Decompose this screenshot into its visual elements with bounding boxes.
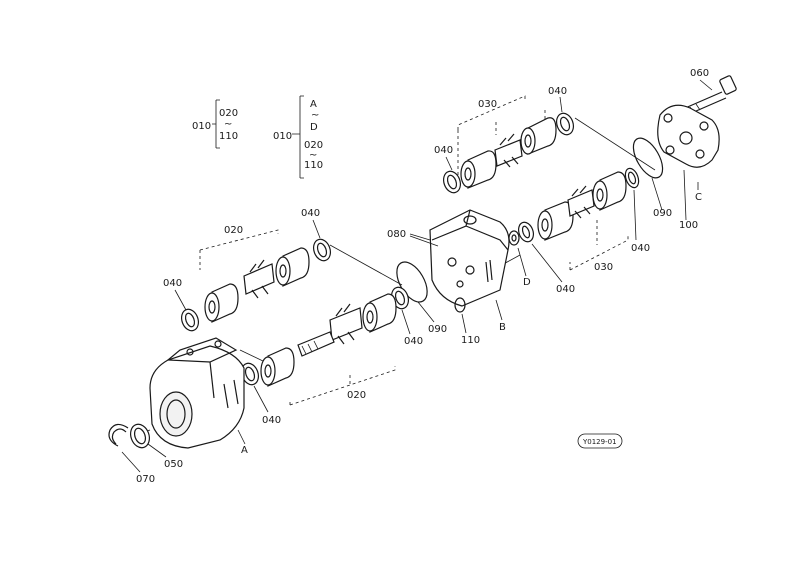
label-050: 050 [164, 459, 183, 470]
label-030-right: 030 [594, 262, 613, 273]
label-B: B [499, 322, 506, 333]
legend-right-to: 110 [304, 160, 323, 171]
label-040-mid-right: 040 [556, 284, 575, 295]
label-020-upper: 020 [224, 225, 243, 236]
legend-left-to: 110 [219, 131, 238, 142]
figure-code-badge: Y0129-01 [577, 433, 623, 449]
gear-set-020-lower [260, 293, 397, 387]
gear-set-030-right [537, 171, 627, 241]
legend-right-mid: D [310, 122, 318, 133]
label-060: 060 [690, 68, 709, 79]
oil-seal-050 [129, 423, 151, 449]
legend-left: 010 020 ~ 110 [192, 99, 238, 149]
ring-D [508, 230, 520, 246]
label-040-left: 040 [163, 278, 182, 289]
label-080: 080 [387, 229, 406, 240]
label-040-far-right: 040 [631, 243, 650, 254]
legend-right: 010 A ~ D 020 ~ 110 [273, 95, 323, 179]
snap-ring-070 [108, 423, 129, 447]
label-A: A [241, 445, 248, 456]
ring-040-mid-right [517, 221, 535, 243]
label-040-upper-mid: 040 [301, 208, 320, 219]
legend-left-tilde: ~ [224, 119, 232, 130]
part-labels: 060 030 040 040 090 100 C 040 020 080 04… [136, 68, 709, 485]
gear-set-020-upper [204, 247, 310, 323]
label-100: 100 [679, 220, 698, 231]
snap-ring-110 [454, 297, 466, 313]
label-040-left-top: 040 [434, 145, 453, 156]
label-110: 110 [461, 335, 480, 346]
legend-right-tilde2: ~ [309, 150, 317, 161]
pin-080 [409, 235, 439, 247]
label-020-lower: 020 [347, 390, 366, 401]
label-D: D [523, 277, 531, 288]
cover-plate-100 [657, 104, 720, 168]
ring-040-upper-mid [312, 238, 332, 262]
oring-090-right [632, 137, 664, 179]
label-C: C [695, 192, 702, 203]
legend-right-from: A [310, 99, 317, 110]
bolt-060 [675, 75, 737, 119]
legend-left-ref: 010 [192, 121, 211, 132]
label-030-top: 030 [478, 99, 497, 110]
label-090-right: 090 [653, 208, 672, 219]
label-040-center: 040 [404, 336, 423, 347]
center-housing-B [429, 209, 510, 307]
ring-040-left [180, 308, 200, 332]
label-070: 070 [136, 474, 155, 485]
legend-right-ref: 010 [273, 131, 292, 142]
legend-left-from: 020 [219, 108, 238, 119]
gear-set-030-top [442, 112, 575, 194]
legend-right-from2: 020 [304, 140, 323, 151]
label-040-top: 040 [548, 86, 567, 97]
label-leaders [121, 79, 713, 473]
label-040-lower: 040 [262, 415, 281, 426]
ring-040-right-upper [624, 167, 640, 189]
figure-code: Y0129-01 [582, 438, 617, 446]
front-housing-A [149, 337, 245, 449]
legend-right-tilde1: ~ [311, 110, 319, 121]
label-090-mid: 090 [428, 324, 447, 335]
